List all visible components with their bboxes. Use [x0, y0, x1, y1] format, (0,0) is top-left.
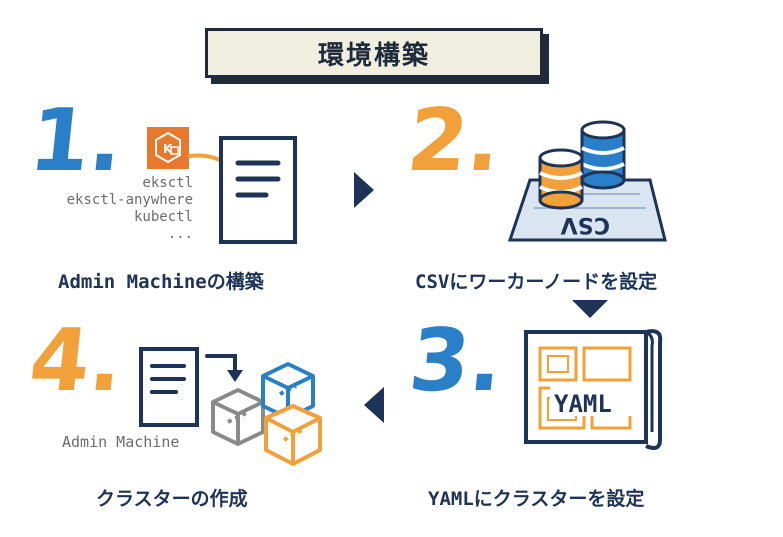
small-arrow-icon — [205, 350, 249, 384]
small-document-icon — [138, 346, 200, 428]
page-title: 環境構築 — [205, 28, 543, 78]
cluster-cubes-icon — [208, 360, 333, 470]
tool-more: ... — [167, 226, 193, 242]
yaml-blueprint-icon — [522, 322, 667, 457]
admin-machine-label: Admin Machine — [62, 433, 180, 451]
tool-eksctl: eksctl — [142, 175, 193, 191]
step-2-caption: CSVにワーカーノードを設定 — [415, 271, 658, 293]
svg-text:K: K — [163, 142, 173, 156]
tool-kubectl: kubectl — [133, 209, 193, 225]
step-1-caption: Admin Machineの構築 — [58, 271, 264, 293]
csv-database-icon: CSV — [500, 110, 670, 245]
arrow-down-icon — [570, 298, 610, 320]
tools-list: eksctl eksctl-anywhere kubectl ... — [13, 175, 193, 243]
step-1-number: 1. — [24, 91, 128, 191]
eks-logo-icon: K — [147, 127, 189, 169]
step-2-number: 2. — [402, 91, 506, 191]
tool-eksctl-anywhere: eksctl-anywhere — [66, 192, 193, 208]
step-3-number: 3. — [404, 311, 508, 411]
svg-text:CSV: CSV — [561, 212, 610, 237]
step-3-caption: YAMLにクラスターを設定 — [428, 488, 645, 510]
arrow-right-icon — [352, 170, 376, 210]
step-4-number: 4. — [24, 311, 128, 411]
step-4-caption: クラスターの作成 — [96, 488, 248, 510]
yaml-label: YAML — [554, 390, 612, 418]
document-icon — [218, 135, 298, 245]
arrow-left-icon — [362, 385, 386, 425]
